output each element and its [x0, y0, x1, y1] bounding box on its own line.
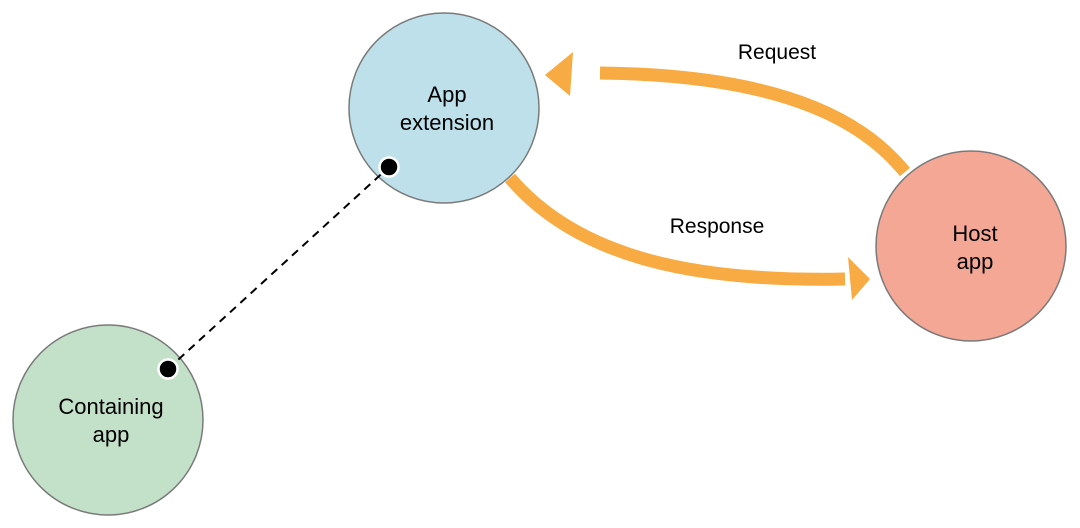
request-label: Request: [738, 41, 816, 64]
response-arrow-head: [848, 257, 870, 300]
request-arrow-shaft: [599, 66, 910, 177]
containing-app-label-line1: Containing: [58, 394, 163, 419]
app-extension-node: [348, 12, 540, 204]
request-arrow-head: [545, 52, 573, 96]
host-app-label-line2: app: [957, 249, 994, 274]
containing-app-label-line2: app: [93, 422, 130, 447]
host-app-node: [875, 150, 1067, 342]
connector-endpoint-extension: [378, 156, 400, 178]
shared-container-connector: [157, 156, 400, 380]
dashed-connector-line: [167, 166, 390, 370]
response-arrow-shaft: [505, 173, 846, 286]
app-extension-label-line2: extension: [400, 110, 494, 135]
connector-endpoint-containing: [157, 358, 179, 380]
containing-app-node: [12, 324, 204, 516]
response-label: Response: [670, 215, 765, 238]
request-arrow: [545, 52, 910, 177]
response-arrow: [505, 173, 870, 300]
host-app-label-line1: Host: [952, 221, 997, 246]
app-extension-label-line1: App: [427, 82, 466, 107]
